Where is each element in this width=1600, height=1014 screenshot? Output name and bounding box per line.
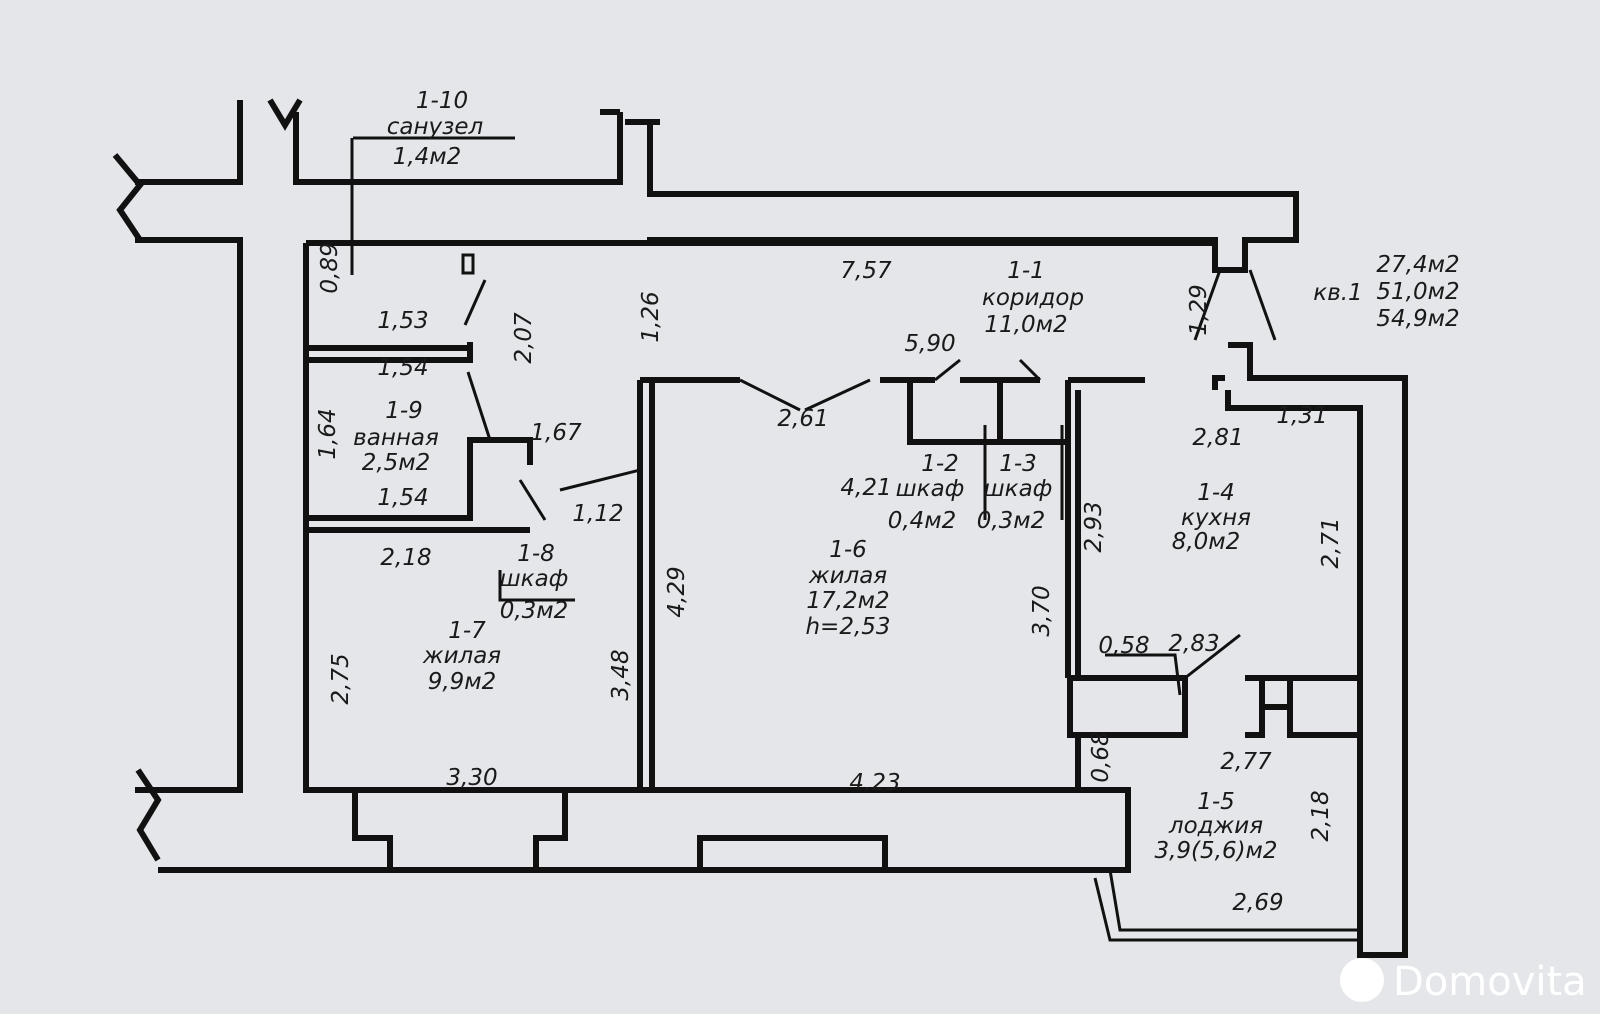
room-id: 1-10 [416,88,468,114]
dimension: 0,89 [317,242,343,293]
dimension: 2,77 [1220,749,1272,775]
vertical-dimensions: 0,89 2,07 1,26 1,29 1,64 2,93 2,71 4,29 … [315,242,1344,841]
room-name: жилая [808,563,887,589]
dimension: 3,30 [446,765,497,791]
dimension: 2,71 [1318,517,1344,568]
dimension: 5,90 [904,331,955,357]
room-id: 1-7 [448,618,486,644]
total-area: 54,9м2 [1376,306,1459,332]
dimension: 3,48 [608,649,634,700]
dimension: 1,54 [377,355,428,381]
dimension: 0,58 [1098,633,1149,659]
dimension: 4,29 [664,566,690,617]
dimension: 1,31 [1276,403,1327,429]
dimension: 1,64 [315,408,341,459]
living-area: 27,4м2 [1376,252,1459,278]
dimension: 1,12 [572,501,623,527]
dimension: 1,29 [1186,284,1212,335]
dimension: 7,57 [840,258,892,284]
dimension: 2,83 [1168,631,1219,657]
room-area: 0,4м2 [888,508,957,534]
room-area: 0,3м2 [500,598,569,624]
room-id: 1-3 [999,451,1037,477]
dimension: 2,07 [511,312,537,364]
apartment-summary: кв.1 27,4м2 51,0м2 54,9м2 [1313,252,1459,332]
dimension: 2,93 [1081,501,1107,552]
room-name: санузел [387,114,484,140]
watermark: Domovita [1340,958,1587,1005]
dimension: 2,81 [1192,425,1243,451]
watermark-logo-icon [1340,958,1384,1002]
watermark-text: Domovita [1393,959,1587,1005]
room-name: шкаф [984,476,1053,502]
room-name: шкаф [896,476,965,502]
room-area: 1,4м2 [393,144,462,170]
room-id: 1-2 [921,451,959,477]
room-name: шкаф [500,566,569,592]
room-name: жилая [422,643,501,669]
room-id: 1-5 [1197,789,1235,815]
dimension: 3,70 [1029,585,1055,636]
vent [461,253,475,275]
room-name: ванная [353,425,439,451]
room-area: 11,0м2 [984,312,1067,338]
room-id: 1-8 [517,541,555,567]
apartment-area: 51,0м2 [1376,279,1459,305]
dimension: 1,54 [377,485,428,511]
dimension: 2,69 [1232,890,1283,916]
dimension: 2,61 [777,406,828,432]
dimension: 1,53 [377,308,428,334]
dimension: 1,26 [638,291,664,342]
room-height: h=2,53 [805,614,890,640]
room-area: 0,3м2 [977,508,1046,534]
dimension: 2,75 [328,653,354,704]
dimension: 1,67 [530,420,582,446]
room-id: 1-1 [1007,258,1045,284]
horizontal-dimensions: 7,57 1,53 1,54 5,90 2,61 1,67 2,81 1,31 … [377,258,1327,916]
room-name: кухня [1181,505,1251,531]
apartment-number: кв.1 [1313,280,1362,306]
room-area: 2,5м2 [362,450,431,476]
dimension: 2,18 [380,545,431,571]
room-area: 17,2м2 [806,588,889,614]
walls [112,98,1408,958]
dimension: 0,68 [1088,731,1114,782]
room-area: 9,9м2 [428,669,497,695]
dimension: 2,18 [1308,790,1334,841]
room-id: 1-9 [385,398,423,424]
room-name: лоджия [1168,813,1263,839]
dimension: 4,23 [849,770,900,796]
room-id: 1-4 [1197,480,1235,506]
room-area: 3,9(5,6)м2 [1154,838,1277,864]
room-id: 1-6 [829,537,867,563]
room-area: 8,0м2 [1172,529,1241,555]
room-name: коридор [982,285,1084,311]
dimension: 4,21 [840,475,891,501]
room-labels: 1-10 санузел 1,4м2 1-1 коридор 11,0м2 1-… [353,88,1277,864]
